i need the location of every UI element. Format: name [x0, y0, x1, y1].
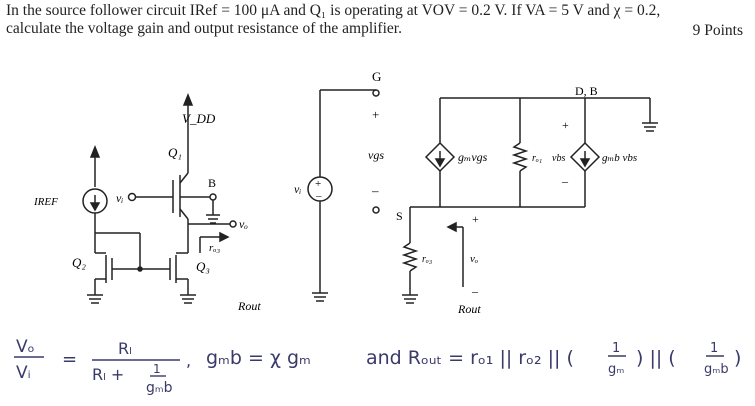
vo-plus: +: [472, 212, 479, 226]
vgs-plus: +: [372, 107, 379, 122]
circuit-schematics: V_DD Q₁ B vᵢ vₒ rₒ₃ Q₂ Q₃ I​REF R​out vᵢ…: [33, 69, 658, 316]
vbs-plus: +: [562, 118, 569, 132]
question-text: In the source follower circuit I​Ref = 1…: [6, 2, 751, 52]
gmb-frac-denominator: gₘb: [146, 380, 173, 396]
body-b-label: B: [208, 176, 216, 190]
vbs-minus: –: [561, 174, 569, 188]
ro1-label: rₒ₁: [532, 153, 542, 164]
points-label: 9 Points: [692, 22, 743, 39]
ro3-label-right: rₒ₃: [422, 254, 433, 265]
source-s-label: S: [396, 209, 403, 223]
frac2-numerator: 1: [710, 341, 718, 356]
q1-label: Q₁: [168, 145, 182, 160]
vo-label-left: vₒ: [239, 217, 248, 231]
rl-numerator: Rₗ: [118, 339, 132, 358]
vi-source-label: vᵢ: [294, 182, 301, 196]
rout-equation: and Rₒᵤₜ = rₒ₁ || rₒ₂ || (: [366, 347, 574, 369]
question-line-2: calculate the voltage gain and output re…: [6, 20, 402, 37]
drain-body-label: D, B: [575, 84, 598, 98]
question-line-1: In the source follower circuit I​Ref = 1…: [6, 2, 661, 19]
ro3-label-left: rₒ₃: [209, 242, 220, 254]
gain-numerator: Vₒ: [16, 337, 35, 357]
iref-label: I​REF: [33, 196, 58, 208]
gate-g-label: G: [372, 69, 381, 84]
paren-end: ): [734, 347, 741, 369]
vgs-minus: –: [371, 183, 379, 198]
rl-denominator: Rₗ +: [92, 365, 124, 384]
frac1-numerator: 1: [612, 341, 620, 356]
gmb-vbs-label: gₘb v​bs: [602, 152, 637, 164]
vi-plus: +: [315, 178, 321, 190]
comma: ,: [186, 351, 191, 370]
vo-minus: –: [471, 284, 479, 298]
gmb-frac-one: 1: [153, 362, 161, 376]
vgs-label: v​gs: [368, 148, 384, 162]
vdd-label: V_DD: [182, 111, 216, 126]
vbs-label: v​bs: [552, 153, 565, 164]
gmb-equation: gₘb = χ gₘ: [206, 347, 311, 369]
vi-minus: –: [315, 190, 322, 202]
gm-vgs-label: gₘv​gs: [458, 150, 488, 164]
frac1-denominator: gₘ: [608, 362, 624, 377]
q2-label: Q₂: [72, 255, 86, 270]
frac2-denominator: gₘb: [704, 362, 729, 377]
vi-label-left: vᵢ: [116, 191, 123, 205]
gain-equals: =: [62, 349, 77, 370]
q3-label: Q₃: [196, 259, 210, 274]
gain-denominator: Vᵢ: [16, 363, 31, 383]
vo-label-right: vₒ: [470, 253, 478, 265]
rout-label-right: R​out: [457, 302, 481, 316]
paren-middle: ) || (: [636, 347, 676, 369]
rout-label-left: R​out: [237, 299, 261, 313]
